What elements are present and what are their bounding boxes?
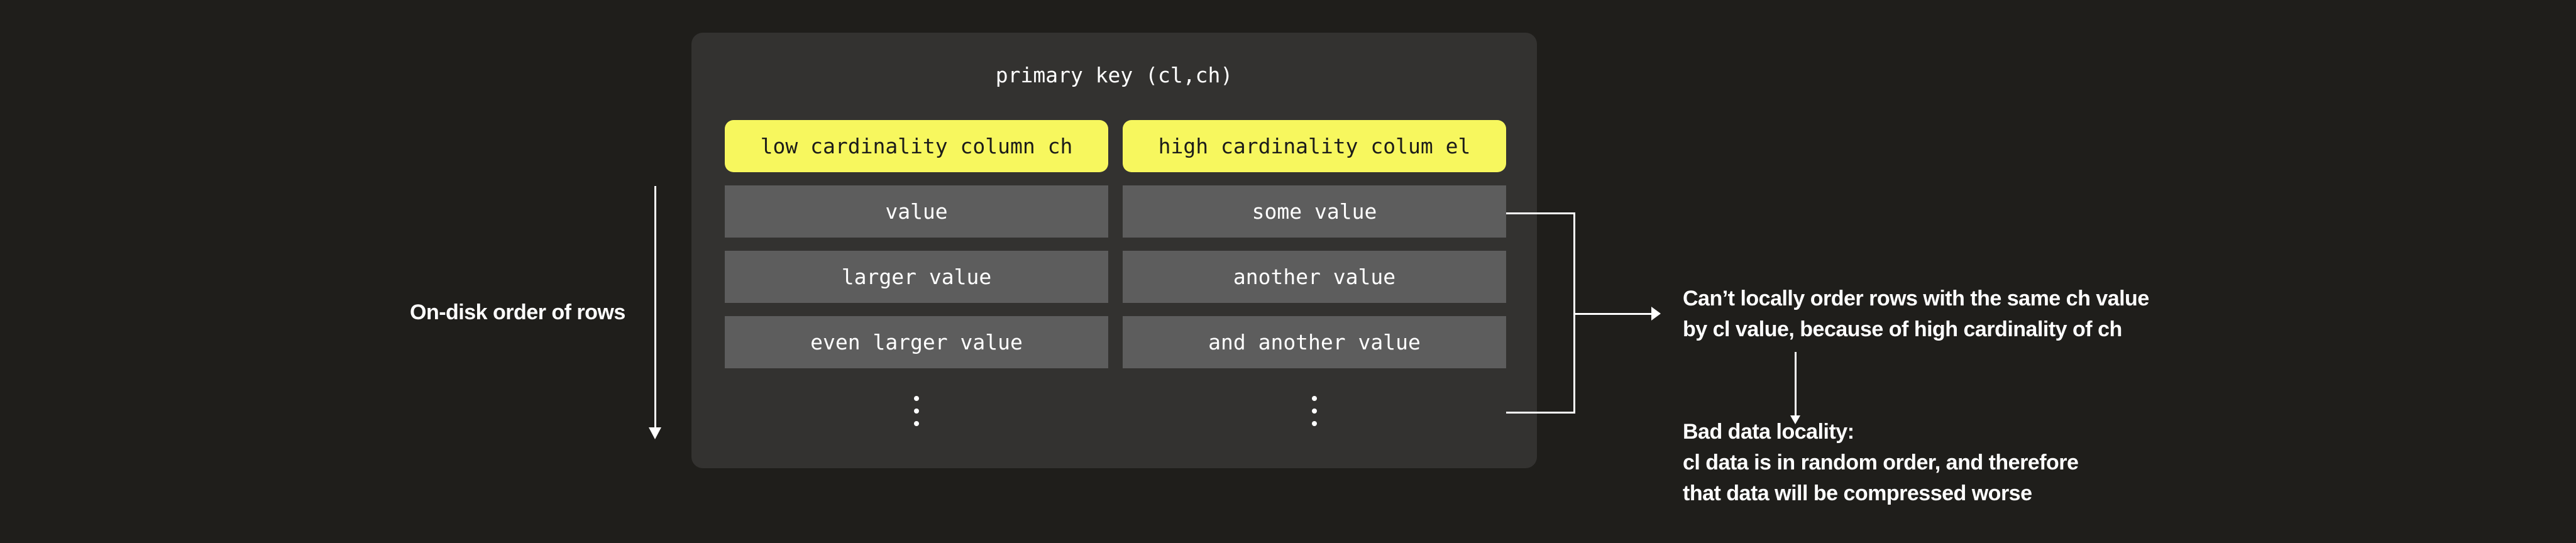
on-disk-order-label: On-disk order of rows	[410, 300, 625, 324]
bracket-top-line	[1506, 212, 1575, 214]
table-cell: another value	[1123, 251, 1506, 303]
note-bad-locality: Bad data locality: cl data is in random …	[1683, 417, 2079, 509]
dot	[914, 409, 919, 414]
dot	[1312, 421, 1317, 426]
note-line: by cl value, because of high cardinality…	[1683, 317, 2122, 341]
note-line: that data will be compressed worse	[1683, 481, 2032, 505]
bracket-bottom-line	[1506, 412, 1575, 414]
column-header-low-cardinality: low cardinality column ch	[725, 120, 1108, 172]
dot	[914, 421, 919, 426]
down-arrow-head-icon	[1790, 415, 1800, 424]
ellipsis-icon	[1123, 396, 1506, 465]
right-arrow-head-icon	[1651, 307, 1661, 321]
note-line: Bad data locality:	[1683, 420, 1854, 444]
dot	[1312, 396, 1317, 401]
dot	[914, 396, 919, 401]
right-arrow-icon	[1573, 313, 1652, 315]
table-cell: value	[725, 185, 1108, 238]
table-cell: even larger value	[725, 316, 1108, 368]
table-cell: larger value	[725, 251, 1108, 303]
ellipsis-icon	[725, 396, 1108, 465]
down-arrow-icon	[654, 186, 656, 429]
note-cant-order: Can’t locally order rows with the same c…	[1683, 283, 2149, 345]
down-arrow-icon	[1795, 352, 1797, 416]
down-arrow-head-icon	[649, 427, 661, 439]
panel-title: primary key (cl,ch)	[995, 63, 1233, 87]
dot	[1312, 409, 1317, 414]
table-cell: and another value	[1123, 316, 1506, 368]
column-header-high-cardinality: high cardinality colum el	[1123, 120, 1506, 172]
note-line: Can’t locally order rows with the same c…	[1683, 287, 2149, 310]
note-line: cl data is in random order, and therefor…	[1683, 451, 2079, 474]
primary-key-panel: primary key (cl,ch) low cardinality colu…	[691, 33, 1537, 468]
table-cell: some value	[1123, 185, 1506, 238]
